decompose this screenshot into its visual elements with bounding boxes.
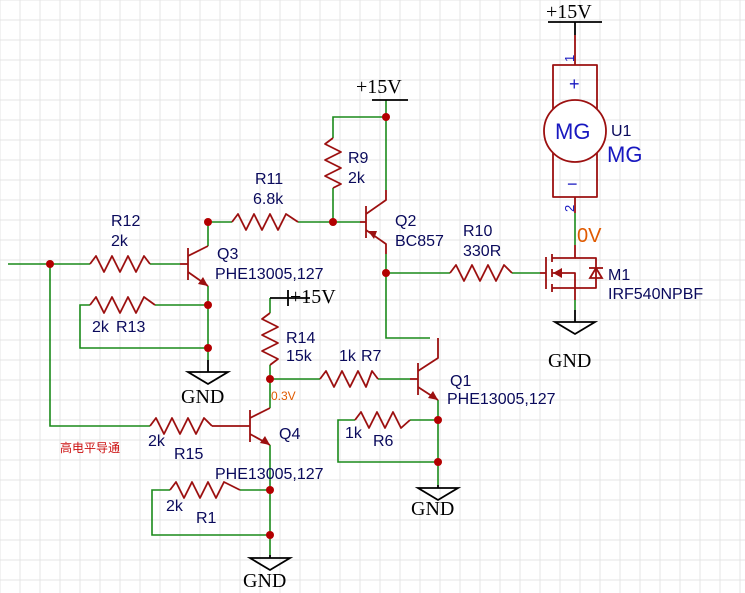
resistor-r11 [231,213,299,231]
motor-symbol-text: MG [555,119,590,144]
drain-voltage: 0V [577,225,602,247]
gnd-label-q1: GND [411,498,454,520]
r6-ref: R6 [373,433,394,450]
q2-ref: Q2 [395,213,416,230]
r14-ref: R14 [286,330,315,347]
r10-ref: R10 [463,223,492,240]
vcc-r14-label: +15V [290,286,336,308]
input-note: 高电平导通 [60,440,120,455]
resistors [89,137,513,499]
q1-value: PHE13005,127 [447,391,556,408]
r13-value: 2k [92,319,110,336]
wire-r6-loop [337,419,438,463]
q4-value: PHE13005,127 [215,466,324,483]
r15-ref: R15 [174,446,203,463]
motor-plus: + [569,74,580,94]
wire-r13-loop [79,304,208,349]
resistor-r7 [319,370,379,388]
wire-r1-loop [151,489,270,536]
q4-ref: Q4 [279,426,300,443]
motor-value: MG [607,142,642,167]
r7-value: 1k [339,348,357,365]
vcc-q2-label: +15V [356,76,402,98]
r11-value: 6.8k [253,191,284,208]
r6-value: 1k [345,425,363,442]
motor-u1 [543,35,607,213]
resistor-r12 [89,255,151,273]
r14-value: 15k [286,348,313,365]
r1-ref: R1 [196,510,217,527]
r7-ref: R7 [361,348,382,365]
ground-symbols [184,310,599,572]
resistor-r9 [324,137,342,189]
q3-value: PHE13005,127 [215,266,324,283]
r12-ref: R12 [111,213,140,230]
q4-voltage: 0.3V [271,389,296,403]
wire-r9-top [332,116,386,138]
mosfet-m1 [540,245,604,300]
transistor-q1 [410,338,439,401]
wire-input-to-r15 [49,264,150,427]
q1-ref: Q1 [450,373,471,390]
r13-ref: R13 [116,319,145,336]
gnd-label-q3: GND [181,386,224,408]
transistor-q2 [360,190,387,254]
r9-ref: R9 [348,150,369,167]
motor-ref: U1 [611,123,632,140]
vcc-top-label: +15V [546,1,592,23]
resistor-r6 [354,411,411,429]
resistor-r15 [149,417,213,435]
m1-value: IRF540NPBF [608,286,703,303]
resistor-r10 [449,264,513,282]
q3-ref: Q3 [217,246,238,263]
motor-pin2: 2 [562,205,577,212]
transistor-q3 [180,245,209,287]
power-symbols [270,21,602,306]
r10-value: 330R [463,243,501,260]
motor-minus: − [567,174,578,194]
r9-value: 2k [348,170,366,187]
resistor-r13 [89,296,156,314]
r1-value: 2k [166,498,184,515]
r11-ref: R11 [255,171,283,188]
m1-ref: M1 [608,267,630,284]
q2-value: BC857 [395,233,444,250]
motor-pin1: 1 [562,55,577,62]
r15-value: 2k [148,433,166,450]
r12-value: 2k [111,233,129,250]
resistor-r14 [261,312,279,366]
wire-q2-collector [385,254,430,339]
gnd-label-m1: GND [548,350,591,372]
gnd-label-q4: GND [243,570,286,592]
resistor-r1 [169,481,241,499]
transistor-q4 [212,407,271,446]
junction-dots [46,113,442,539]
